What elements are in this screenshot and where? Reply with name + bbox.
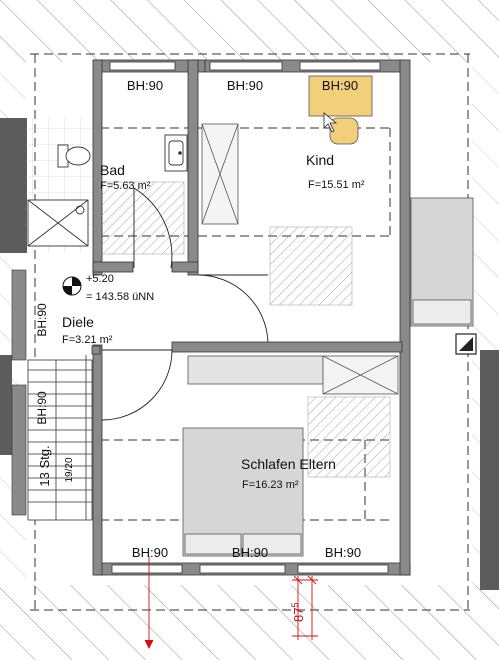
room-name-diele: Diele: [62, 314, 94, 330]
toilet-icon: [57, 144, 91, 168]
double-bed: [182, 427, 304, 557]
desk: [308, 75, 373, 117]
stair-steps: 13 Stg.: [37, 445, 52, 486]
level-elevation: +5.20: [86, 273, 114, 285]
window-label-kind-left: BH:90: [227, 78, 263, 93]
window-label-stair-mid: BH:90: [35, 391, 49, 425]
staircase: [27, 355, 93, 521]
stair-ratio: 19/20: [64, 457, 75, 482]
schlafen-wardrobe: [187, 355, 399, 395]
door-swing-icon: [101, 187, 269, 421]
window-label-bad: BH:90: [127, 78, 163, 93]
roof-slope-bottom: [0, 585, 499, 660]
right-gable-wall: [480, 350, 499, 590]
shower-icon: [27, 199, 89, 247]
room-area-schlafen: F=16.23 m²: [242, 479, 299, 491]
dimension-line: [144, 556, 318, 650]
chimney-icon: [455, 333, 477, 355]
window-frames: [109, 61, 389, 574]
bed-icon: [410, 197, 474, 327]
stair-left-walls: [11, 269, 27, 516]
height-marker-icon: [62, 276, 82, 296]
dimension-value: 875: [290, 603, 306, 622]
sink-icon: [164, 134, 188, 172]
left-gable-wall-lower: [0, 355, 12, 455]
left-gable-wall: [0, 118, 27, 253]
level-nn: = 143.58 üNN: [86, 291, 154, 303]
hatch-kind: [269, 226, 353, 306]
window-label-bottom-mid: BH:90: [232, 545, 268, 560]
wardrobe: [201, 123, 239, 225]
window-label-kind-right: BH:90: [322, 78, 358, 93]
room-name-bad: Bad: [100, 162, 125, 178]
hatch-schlafen: [307, 396, 391, 478]
roof-slope-top: [0, 0, 499, 62]
room-name-kind: Kind: [306, 152, 334, 168]
room-area-diele: F=3.21 m²: [62, 334, 113, 346]
chair-icon: [323, 112, 359, 145]
room-area-bad: F=5.63 m²: [100, 180, 151, 192]
window-label-stair-top: BH:90: [35, 303, 49, 337]
hatch-bad: [99, 181, 185, 255]
window-label-bottom-right: BH:90: [325, 545, 361, 560]
room-area-kind: F=15.51 m²: [308, 179, 365, 191]
window-label-bottom-left: BH:90: [132, 545, 168, 560]
room-name-schlafen: Schlafen Eltern: [241, 456, 336, 472]
